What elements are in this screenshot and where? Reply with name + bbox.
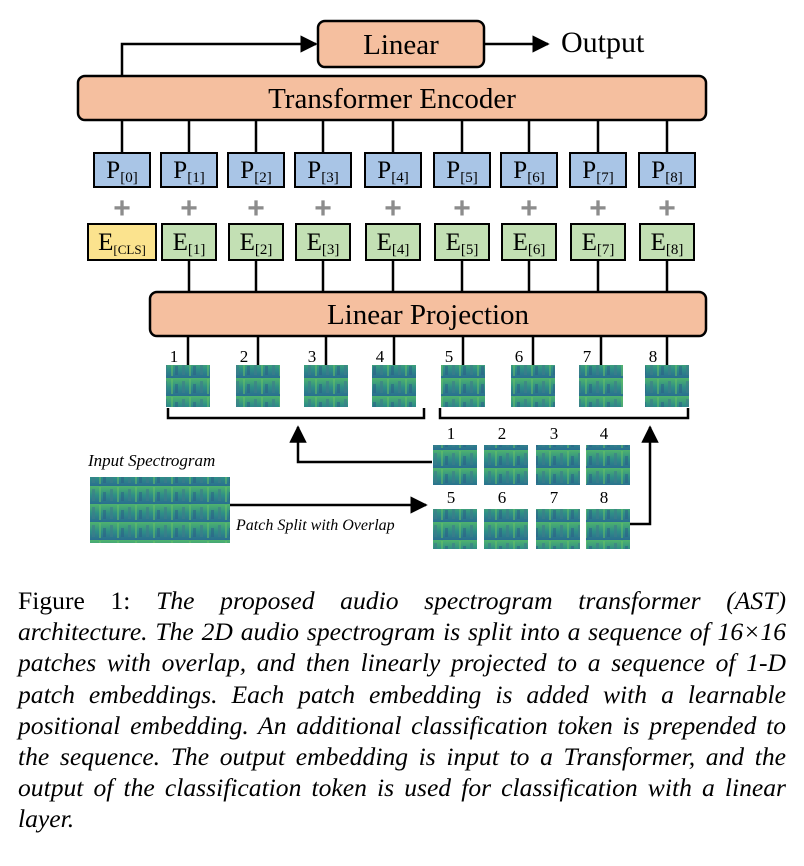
- plus-icon: +: [180, 192, 198, 225]
- patch-embedding-label: E[2]: [240, 229, 273, 258]
- positional-embedding-box: [294, 152, 352, 188]
- grid-patch-number: 6: [498, 488, 507, 507]
- grid-spectrogram-patch: [586, 445, 630, 485]
- patch-embedding-label: E[6]: [513, 229, 546, 258]
- plus-icon: +: [589, 192, 607, 225]
- positional-embedding-box: [500, 152, 558, 188]
- positional-embedding-label: P[6]: [513, 157, 544, 186]
- grid-patch-number: 8: [600, 488, 609, 507]
- grid-spectrogram-patch: [536, 445, 580, 485]
- grid-patch-number: 2: [498, 424, 507, 443]
- grid-patch-number: 5: [447, 488, 456, 507]
- patch-number: 4: [376, 347, 385, 366]
- positional-embedding-label: P[4]: [377, 157, 408, 186]
- positional-embedding-label: P[0]: [106, 157, 137, 186]
- patch-embedding-box: [161, 223, 217, 261]
- grid-spectrogram-patch: [586, 509, 630, 549]
- patch-embedding-label: E[5]: [446, 229, 479, 258]
- positional-embedding-label: P[5]: [446, 157, 477, 186]
- positional-embedding-box: [569, 152, 627, 188]
- plus-icon: +: [520, 192, 538, 225]
- grid-patch-number: 7: [550, 488, 559, 507]
- plus-icon: +: [384, 192, 402, 225]
- spectrogram-patch: [579, 365, 623, 407]
- grid-spectrogram-patch: [484, 445, 528, 485]
- patch-number: 7: [583, 347, 592, 366]
- grid-spectrogram-patch: [433, 509, 477, 549]
- patch-number: 1: [170, 347, 179, 366]
- patch-embedding-label: E[1]: [173, 229, 206, 258]
- positional-embedding-box: [364, 152, 422, 188]
- grid-patch-number: 3: [550, 424, 559, 443]
- figure-caption: Figure 1: The proposed audio spectrogram…: [18, 585, 786, 835]
- patch-embedding-label: E[CLS]: [98, 229, 146, 257]
- right-bracket: [438, 408, 690, 420]
- patch-embedding-box: [295, 223, 351, 261]
- caption-label: Figure 1:: [18, 586, 131, 615]
- linear-projection-label: Linear Projection: [327, 299, 530, 331]
- spectrogram-patch: [304, 365, 348, 407]
- positional-embedding-box: [160, 152, 218, 188]
- patch-embedding-box: [434, 223, 490, 261]
- positional-embedding-label: P[7]: [582, 157, 613, 186]
- patch-embedding-label: E[8]: [651, 229, 684, 258]
- patch-embedding-box: [501, 223, 557, 261]
- positional-embedding-box: [638, 152, 696, 188]
- output-label: Output: [561, 26, 645, 59]
- positional-embedding-box: [227, 152, 285, 188]
- plus-icon: +: [453, 192, 471, 225]
- patch-number: 2: [240, 347, 249, 366]
- patch-embedding-box: [87, 223, 157, 261]
- positional-embedding-label: P[3]: [307, 157, 338, 186]
- spectrogram-patch: [645, 365, 689, 407]
- positional-embedding-label: P[8]: [651, 157, 682, 186]
- top-row-to-left-bracket-arrow: [289, 425, 432, 464]
- plus-icon: +: [247, 192, 265, 225]
- grid-spectrogram-patch: [484, 509, 528, 549]
- linear-label: Linear: [363, 29, 439, 61]
- patch-embedding-label: E[4]: [377, 229, 410, 258]
- input-spectrogram-label: Input Spectrogram: [87, 451, 215, 470]
- plus-icon: +: [113, 192, 131, 225]
- positional-embedding-label: P[1]: [173, 157, 204, 186]
- patch-number: 6: [515, 347, 524, 366]
- spectrogram-patch: [511, 365, 555, 407]
- bottom-row-to-right-bracket-arrow: [630, 425, 659, 526]
- patch-number: 3: [308, 347, 317, 366]
- spectrogram-patch: [166, 365, 210, 407]
- caption-text: The proposed audio spectrogram transform…: [18, 586, 786, 834]
- positional-embedding-box: [93, 152, 151, 188]
- patch-number: 5: [445, 347, 454, 366]
- plus-icon: +: [658, 192, 676, 225]
- ast-architecture-diagram: Linear Output Transformer Encoder P[0] + E…: [76, 19, 708, 549]
- input-spectrogram: [90, 477, 230, 543]
- patch-number: 8: [649, 347, 658, 366]
- patch-embedding-label: E[3]: [307, 229, 340, 258]
- positional-embedding-label: P[2]: [240, 157, 271, 186]
- grid-patch-number: 4: [600, 424, 609, 443]
- patch-embedding-box: [570, 223, 626, 261]
- transformer-encoder-label: Transformer Encoder: [268, 83, 516, 115]
- spectrogram-patch: [372, 365, 416, 407]
- cls-output-arrow: [120, 35, 318, 78]
- spectrogram-patch: [236, 365, 280, 407]
- left-bracket: [166, 408, 426, 420]
- spectrogram-patch: [441, 365, 485, 407]
- positional-embedding-box: [433, 152, 491, 188]
- grid-spectrogram-patch: [433, 445, 477, 485]
- plus-icon: +: [314, 192, 332, 225]
- grid-spectrogram-patch: [536, 509, 580, 549]
- patch-embedding-label: E[7]: [582, 229, 615, 258]
- patch-split-label: Patch Split with Overlap: [235, 517, 395, 534]
- linear-projection-block: [148, 290, 708, 338]
- grid-patch-number: 1: [447, 424, 456, 443]
